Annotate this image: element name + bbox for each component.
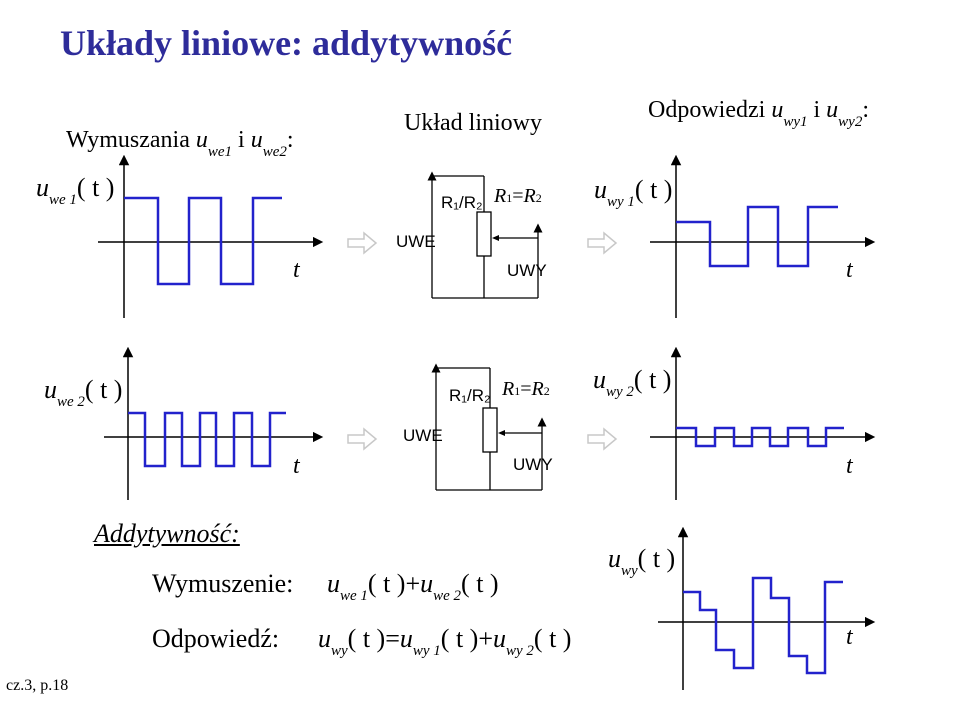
plot-uwy [658, 526, 876, 690]
page-footer: cz.3, p.18 [6, 677, 69, 694]
system-header: Układ liniowy [404, 110, 542, 136]
signal-uwy [683, 576, 843, 675]
input-voltage-label: UWE [396, 232, 436, 251]
resistor-condition: R1=R2 [502, 378, 550, 400]
plot-uwy2 [650, 346, 876, 500]
circuit-diagram [427, 171, 543, 299]
response-label: Odpowiedź: [152, 624, 280, 653]
circuit-diagram [431, 363, 547, 491]
signal-uwe2 [128, 411, 286, 468]
t-axis-label: t [846, 624, 853, 650]
plot-uwe1 [98, 154, 324, 318]
excitation-label: Wymuszenie: [152, 569, 294, 598]
resistor-symbol [482, 407, 498, 453]
output-voltage-label: UWY [507, 261, 547, 280]
excitation-formula: uwe 1( t )+uwe 2( t ) [327, 569, 499, 604]
page-title: Układy liniowe: addytywność [60, 23, 513, 63]
t-axis-label: t [293, 257, 300, 283]
uwy2-label: uwy 2( t ) [593, 365, 672, 400]
uwe1-label: uwe 1( t ) [36, 173, 115, 208]
uwy1-label: uwy 1( t ) [594, 175, 673, 210]
signal-uwy2 [676, 426, 844, 448]
additivity-heading: Addytywność: [94, 519, 240, 548]
resistor-symbol [476, 211, 492, 257]
t-axis-label: t [846, 257, 853, 283]
resistor-label: R₁/R₂ [449, 386, 491, 405]
signal-uwe1 [124, 196, 282, 286]
resistor-label: R₁/R₂ [441, 193, 483, 212]
signal-uwy1 [676, 205, 838, 268]
plot-uwy1 [650, 154, 876, 318]
resistor-condition: R1=R2 [494, 185, 542, 207]
output-voltage-label: UWY [513, 455, 553, 474]
uwe2-label: uwe 2( t ) [44, 375, 123, 410]
plot-uwe2 [104, 346, 324, 500]
t-axis-label: t [293, 453, 300, 479]
input-voltage-label: UWE [403, 426, 443, 445]
responses-header: Odpowiedzi uwy1 i uwy2: [648, 97, 869, 130]
excitations-header: Wymuszania uwe1 i uwe2: [66, 127, 294, 160]
response-formula: uwy( t )=uwy 1( t )+uwy 2( t ) [318, 624, 572, 659]
uwy-label: uwy( t ) [608, 544, 676, 579]
t-axis-label: t [846, 453, 853, 479]
arrow-icon [347, 231, 618, 451]
